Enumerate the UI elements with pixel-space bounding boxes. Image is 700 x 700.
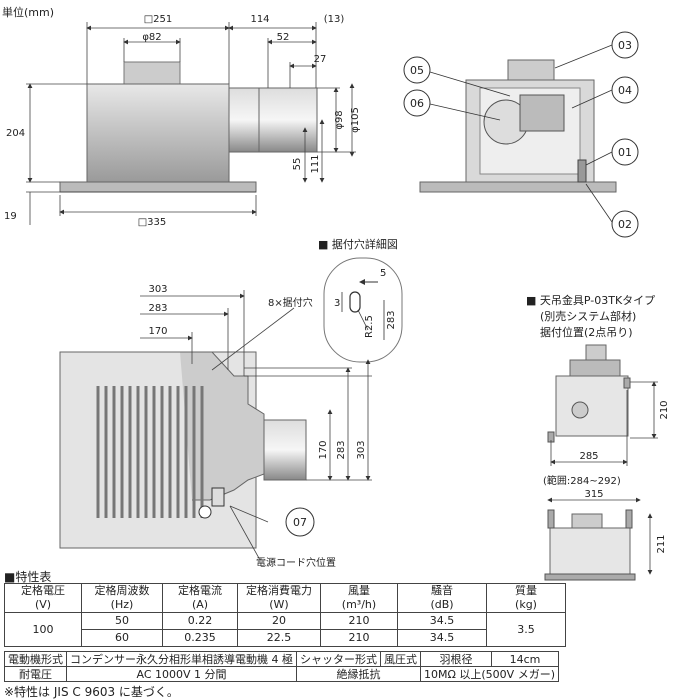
part-01: 01	[618, 146, 632, 159]
plan-holes-label: 8×据付穴	[268, 296, 313, 309]
hole-dim-283: 283	[386, 310, 397, 329]
part-06: 06	[410, 97, 424, 110]
side-view-duct	[228, 87, 260, 153]
plan-dim-283: 283	[148, 303, 167, 314]
dim-phi105: φ105	[350, 107, 361, 133]
svg-text:据付位置(2点吊り): 据付位置(2点吊り)	[540, 325, 633, 339]
plan-vdim-283: 283	[336, 440, 347, 459]
part-07: 07	[293, 516, 307, 529]
hole-dim-3: 3	[334, 298, 340, 309]
dim-55: 55	[292, 158, 303, 171]
side-view-top-cap	[123, 61, 181, 85]
dim-335: □335	[138, 217, 167, 228]
side-view	[59, 61, 318, 193]
dim-phi82: φ82	[142, 32, 161, 43]
svg-text:(範囲:284~292): (範囲:284~292)	[543, 474, 621, 487]
hole-detail: 5 3 R2.5 283	[323, 257, 403, 363]
side-view-dim-labels: □251 114 (13) φ82 52 27 204 19 □335 φ98 …	[4, 14, 361, 228]
svg-text:210: 210	[659, 400, 670, 419]
plan-dim-303: 303	[148, 284, 167, 295]
hanger-side	[544, 509, 636, 581]
spec-note: ※特性は JIS C 9603 に基づく。	[4, 685, 179, 699]
hole-dim-r: R2.5	[364, 315, 375, 338]
part-leaders	[429, 44, 613, 223]
unit-label: 単位(mm)	[2, 6, 55, 19]
spec-table: 定格電圧(V) 定格周波数(Hz) 定格電流(A) 定格消費電力(W) 風量(m…	[4, 583, 566, 647]
hanger-title: ■ 天吊金具P-03TKタイプ (別売システム部材) 据付位置(2点吊り)	[526, 293, 655, 339]
part-02: 02	[618, 218, 632, 231]
part-04: 04	[618, 84, 632, 97]
svg-text:285: 285	[579, 451, 598, 462]
dim-27: 27	[314, 54, 327, 65]
svg-text:(別売システム部材): (別売システム部材)	[540, 309, 636, 323]
part-05: 05	[410, 64, 424, 77]
side-view-box	[86, 83, 230, 183]
side-view-panel	[59, 181, 257, 193]
spec-header-row: 定格電圧(V) 定格周波数(Hz) 定格電流(A) 定格消費電力(W) 風量(m…	[4, 583, 566, 613]
side-view-dimensions	[26, 22, 356, 225]
plan-dim-labels: 303 283 170 8×据付穴 170 283 303 電源コード穴位置 0…	[148, 284, 367, 569]
dim-13: (13)	[324, 14, 345, 25]
plan-view	[59, 351, 307, 549]
hanger-dim-labels: 210 285 (範囲:284~292) 315 211	[543, 400, 670, 553]
hole-dim-5: 5	[380, 268, 386, 279]
svg-text:211: 211	[656, 534, 667, 553]
spec-title: ■特性表	[4, 570, 52, 584]
plan-dim-170: 170	[148, 326, 167, 337]
dim-phi98: φ98	[334, 110, 345, 129]
hanger-top	[547, 344, 631, 443]
cutaway-view	[419, 59, 617, 193]
hole-detail-title: ■ 据付穴詳細図	[318, 237, 398, 251]
side-view-duct-end	[258, 87, 318, 153]
dim-19: 19	[4, 211, 17, 222]
part-callouts: 03 04 05 06 01 02	[403, 31, 639, 238]
svg-text:315: 315	[584, 489, 603, 500]
dim-114: 114	[250, 14, 269, 25]
part-03: 03	[618, 39, 632, 52]
plan-dimensions	[140, 290, 372, 561]
dim-52: 52	[277, 32, 290, 43]
dim-204: 204	[6, 128, 25, 139]
spec-table-2: 電動機形式 コンデンサー永久分相形単相誘導電動機 4 極 シャッター形式 風圧式…	[4, 651, 560, 682]
hanger-dimensions	[547, 381, 658, 575]
dim-111: 111	[310, 154, 321, 173]
dim-251: □251	[144, 14, 173, 25]
cord-hole-label: 電源コード穴位置	[256, 556, 336, 569]
plan-vdim-170: 170	[318, 440, 329, 459]
plan-vdim-303: 303	[356, 440, 367, 459]
svg-text:■ 天吊金具P-03TKタイプ: ■ 天吊金具P-03TKタイプ	[526, 293, 655, 307]
